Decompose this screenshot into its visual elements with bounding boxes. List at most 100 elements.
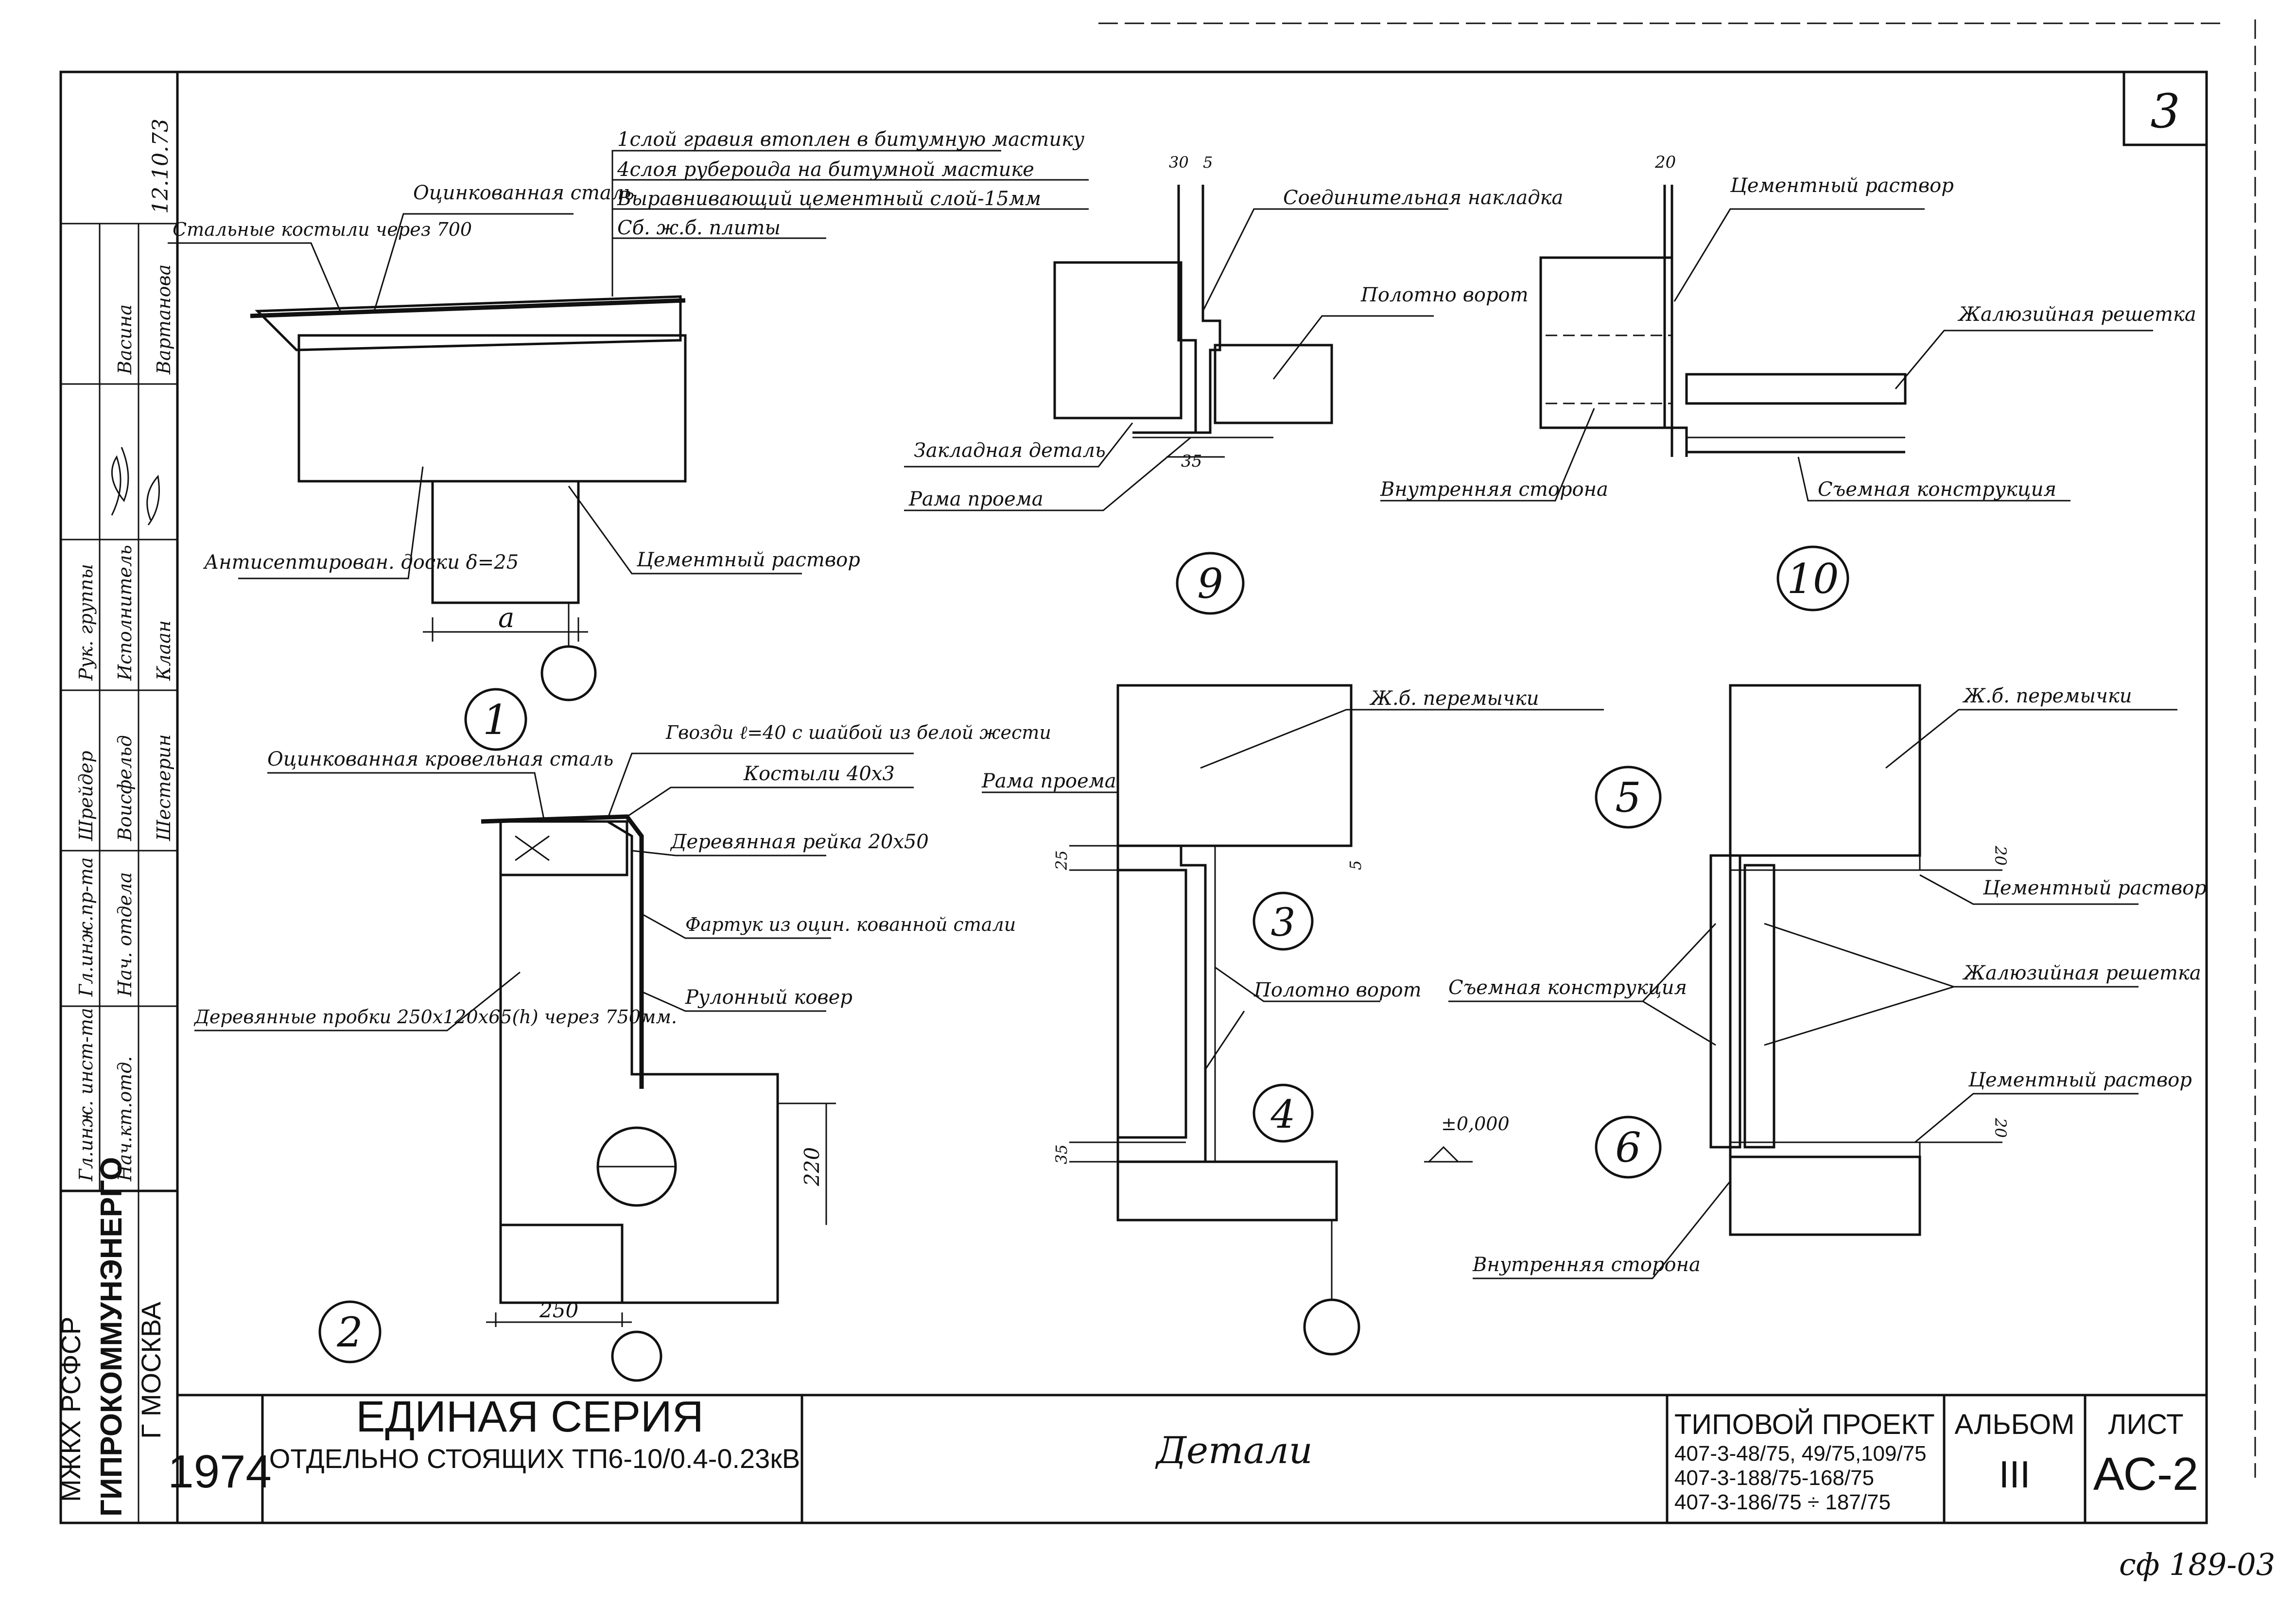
detail-10: 20 10 Цементный раствор Жалюзийная решет…: [1380, 153, 2196, 611]
detail-2: 250 220 2 Оцинкованная кровельная сталь …: [193, 722, 1051, 1382]
d10-dim-20: 20: [1654, 153, 1676, 172]
d1-label-layer4: Сб. ж.б. плиты: [617, 217, 781, 239]
signature-mark: [146, 474, 160, 525]
title-series-2: ОТДЕЛЬНО СТОЯЩИХ ТП6-10/0.4-0.23кВ: [269, 1443, 800, 1474]
d9-dim-35: 35: [1181, 452, 1202, 471]
detail-number-2: 2: [336, 1309, 363, 1356]
d1-label-layer2: 4слоя рубероида на битумной мастике: [617, 158, 1034, 181]
detail-3-4: 25 35 5 3 4 ±0,000 Ж.б. перемычки Рама п…: [981, 684, 1604, 1356]
d10-label-inside: Внутренняя сторона: [1380, 478, 1608, 501]
detail-number-2-circle: [318, 1300, 382, 1363]
d34-dim-35: 35: [1052, 1144, 1071, 1164]
d2-label-rail: Деревянная рейка 20х50: [670, 831, 929, 853]
stamp-org3: Г МОСКВА: [136, 1301, 166, 1439]
detail-9: 35 30 5 9 Соединительная накладка Полотн…: [904, 153, 1563, 615]
d1-label-layer3: Выравнивающий цементный слой-15мм: [617, 188, 1041, 210]
d56-label-removable: Съемная конструкция: [1448, 977, 1687, 999]
stamp-role-5: Рук. группы: [75, 564, 97, 681]
d56-label-lintel: Ж.б. перемычки: [1962, 685, 2132, 707]
d1-label-galv: Оцинкованная сталь: [413, 182, 634, 204]
d34-dim-5: 5: [1346, 860, 1365, 870]
d2-label-nails: Гвозди ℓ=40 с шайбой из белой жести: [665, 722, 1051, 743]
stamp-name-3: Шестерин: [153, 734, 174, 841]
d9-label-embed: Закладная деталь: [914, 439, 1106, 462]
signature-mark: [111, 447, 129, 516]
d2-label-apron: Фартук из оцин. кованной стали: [685, 914, 1016, 935]
stamp-name-4: Клаан: [153, 620, 174, 681]
d2-label-roll: Рулонный ковер: [685, 986, 852, 1009]
title-project-line-3: 407-3-186/75 ÷ 187/75: [1674, 1490, 1891, 1514]
stamp-role-6: Исполнитель: [114, 545, 136, 681]
d56-label-grille: Жалюзийная решетка: [1962, 962, 2201, 984]
stamp-role-2: Нач.кт.отд.: [114, 1056, 136, 1182]
d2-dim-220: 220: [800, 1147, 824, 1187]
d34-label-level: ±0,000: [1441, 1113, 1510, 1135]
d34-label-leaf: Полотно ворот: [1253, 979, 1422, 1001]
outer-frame: [59, 70, 2208, 1524]
d1-label-board: Антисептирован. доски δ=25: [203, 551, 519, 574]
title-album-value: III: [1999, 1453, 2030, 1496]
stamp-date: 12.10.73: [148, 119, 173, 214]
d56-label-mortar-top: Цементный раствор: [1983, 877, 2207, 899]
archive-code: сф 189-03: [2119, 1547, 2275, 1582]
d56-dim-20b: 20: [1991, 1118, 2010, 1138]
d56-label-inside: Внутренняя сторона: [1472, 1254, 1701, 1276]
d9-label-cover: Соединительная накладка: [1283, 187, 1563, 209]
stamp-role-1: Гл.инж. инст-та: [75, 1008, 97, 1182]
d34-dim-25: 25: [1052, 850, 1071, 871]
stamp-name-6: Вартанова: [153, 264, 174, 375]
title-project-label: ТИПОВОЙ ПРОЕКТ: [1674, 1409, 1935, 1440]
d9-dim-5: 5: [1203, 153, 1213, 172]
stamp-name-5: Васина: [114, 304, 136, 375]
title-project-line-1: 407-3-48/75, 49/75,109/75: [1674, 1442, 1927, 1466]
d1-dim-a: а: [498, 602, 514, 634]
d9-dim-30: 30: [1169, 153, 1189, 172]
detail-number-3-circle: [1252, 891, 1314, 951]
d10-label-removable: Съемная конструкция: [1818, 478, 2056, 501]
stamp-name-2: Воисфельд: [114, 735, 136, 841]
detail-1: а 1 Стальные костыли через 700 Оцинкован…: [168, 128, 1089, 751]
detail-5-6: 20 20 5 6 Ж.б. перемычки Цементный раств…: [1448, 684, 2207, 1279]
side-stamp: МЖКХ РСФСР ГИПРОКОММУНЭНЕРГО Г МОСКВА 12…: [55, 70, 179, 1524]
detail-number-3: 3: [1271, 900, 1296, 945]
detail-number-5: 5: [1615, 774, 1641, 821]
detail-number-10-circle: [1776, 545, 1849, 611]
d34-label-frame: Рама проема: [981, 770, 1116, 792]
detail-number-1-circle: [464, 688, 527, 751]
d10-label-grille: Жалюзийная решетка: [1957, 303, 2196, 326]
detail-number-6: 6: [1615, 1124, 1641, 1171]
title-series-1: ЕДИНАЯ СЕРИЯ: [356, 1393, 703, 1441]
sheet-number: 3: [2150, 84, 2180, 139]
stamp-role-3: Гл.инж.пр-та: [75, 857, 97, 997]
detail-number-9-circle: [1176, 552, 1245, 615]
d1-label-mortar: Цементный раствор: [636, 549, 860, 571]
stamp-name-1: Шрейдер: [75, 751, 97, 841]
detail-number-10: 10: [1787, 555, 1839, 603]
d10-label-mortar: Цементный раствор: [1730, 175, 1954, 197]
d9-label-frame: Рама проема: [908, 488, 1044, 510]
d1-label-steel: Стальные костыли через 700: [173, 219, 472, 240]
stamp-org1: МЖКХ РСФСР: [55, 1317, 86, 1502]
d1-label-layer1: 1слой гравия втоплен в битумную мастику: [617, 128, 1085, 151]
d2-label-crutch: Костыли 40х3: [743, 763, 895, 785]
title-project-line-2: 407-3-188/75-168/75: [1674, 1466, 1874, 1490]
d2-label-galv-roof: Оцинкованная кровельная сталь: [267, 748, 613, 770]
d9-label-leaf: Полотно ворот: [1360, 284, 1529, 306]
stamp-org2: ГИПРОКОММУНЭНЕРГО: [95, 1157, 128, 1517]
detail-number-5-circle: [1595, 766, 1662, 829]
title-sheet-label: ЛИСТ: [2108, 1409, 2183, 1440]
d56-dim-20a: 20: [1991, 845, 2010, 866]
title-block: 1974 ЕДИНАЯ СЕРИЯ ОТДЕЛЬНО СТОЯЩИХ ТП6-1…: [168, 1393, 2207, 1523]
d2-label-plugs: Деревянные пробки 250х120х65(h) через 75…: [193, 1006, 677, 1028]
detail-number-1: 1: [483, 696, 508, 744]
d34-label-lintel: Ж.б. перемычки: [1369, 687, 1539, 710]
detail-number-4-circle: [1252, 1083, 1314, 1143]
detail-number-4: 4: [1270, 1092, 1296, 1137]
title-sheet-title: Детали: [1155, 1429, 1312, 1472]
detail-number-6-circle: [1595, 1116, 1662, 1179]
d56-label-mortar-bottom: Цементный раствор: [1968, 1069, 2192, 1091]
detail-number-9: 9: [1197, 560, 1223, 608]
title-year: 1974: [168, 1446, 272, 1498]
title-album-label: АЛЬБОМ: [1955, 1409, 2075, 1440]
